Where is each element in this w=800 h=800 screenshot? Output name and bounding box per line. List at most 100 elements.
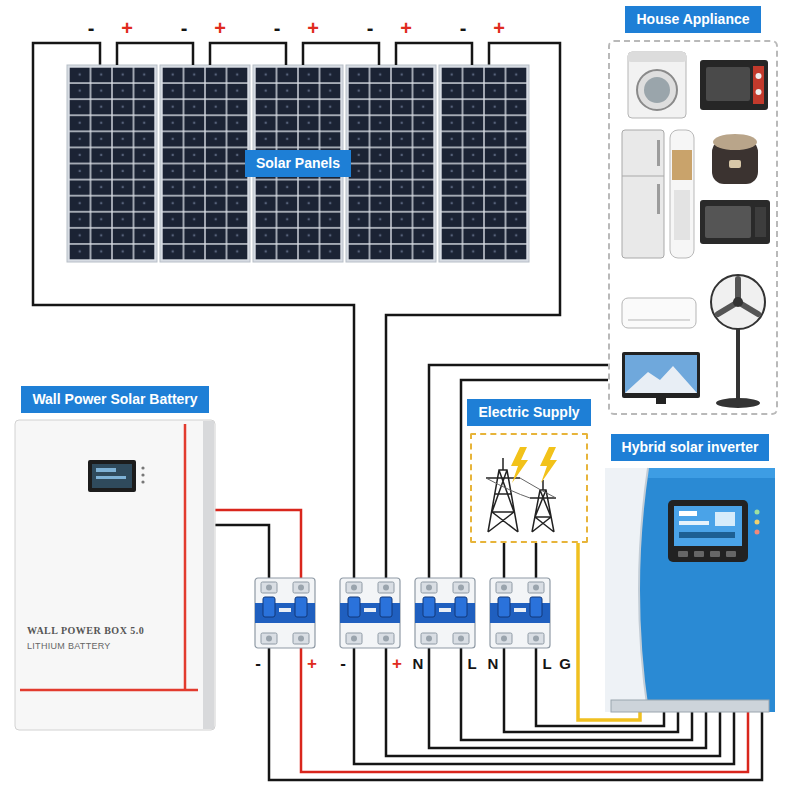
hybrid-inverter-body — [679, 511, 697, 516]
terminal-sign: - — [181, 18, 188, 38]
appliance-icons — [729, 160, 741, 168]
hybrid-inverter-body — [694, 551, 704, 557]
panel-title: Hybrid solar inverter — [611, 434, 770, 461]
hybrid-inverter-body — [605, 468, 648, 712]
appliance-icons — [622, 352, 700, 398]
hybrid-inverter-body — [755, 530, 760, 535]
series-jumper-wires — [117, 43, 472, 65]
solar-panels — [67, 65, 157, 262]
label-anchor: + — [400, 18, 412, 38]
hybrid-inverter-body — [611, 700, 769, 712]
grid-supply-box: Electric Supply — [470, 433, 588, 543]
solar-panels — [162, 67, 248, 260]
appliance-icons — [733, 297, 743, 307]
battery-body — [96, 476, 126, 479]
pin-name: L — [467, 656, 476, 671]
hybrid-inverter-body — [648, 468, 775, 478]
terminal-sign: + — [493, 18, 505, 38]
appliance-icons — [672, 150, 692, 180]
terminal-sign: - — [274, 18, 281, 38]
battery-body — [203, 421, 214, 729]
appliance-icons — [644, 77, 670, 103]
terminal-sign: - — [88, 18, 95, 38]
circuit-breakers — [255, 578, 550, 648]
terminal-sign: - — [367, 18, 374, 38]
circuit-breakers — [255, 578, 315, 648]
appliance-icons — [622, 176, 664, 177]
hybrid-inverter: Hybrid solar inverter — [605, 468, 775, 712]
appliance-icons — [756, 89, 762, 95]
solar-panels — [67, 65, 529, 262]
appliance-icons — [625, 355, 697, 393]
battery-body — [15, 420, 215, 730]
pin-name: N — [413, 656, 424, 671]
battery-body — [92, 464, 132, 488]
power-towers — [530, 480, 556, 532]
pin-name: N — [488, 656, 499, 671]
hybrid-inverter-body — [674, 506, 742, 546]
lightning-bolts — [511, 447, 557, 483]
appliance-icons — [755, 207, 766, 237]
battery-body — [141, 480, 144, 483]
label-anchor: G — [559, 656, 571, 671]
battery-body — [184, 424, 187, 690]
appliance-icons — [756, 73, 762, 79]
appliance-panel: House Appliance — [608, 40, 778, 415]
battery-body — [15, 420, 215, 730]
power-towers — [486, 478, 556, 498]
appliance-icons — [628, 52, 686, 62]
series-jumper-wires — [396, 43, 472, 65]
hybrid-inverter-body — [755, 510, 760, 515]
hybrid-inverter-body — [605, 468, 775, 712]
terminal-sign: + — [400, 18, 412, 38]
hybrid-inverter-body — [715, 512, 735, 526]
appliance-icons — [716, 398, 760, 408]
appliance-icons — [700, 60, 768, 110]
label-anchor: - — [367, 18, 374, 38]
battery-body — [141, 473, 144, 476]
battery-body — [88, 460, 136, 492]
label-anchor: + — [307, 655, 317, 672]
solar-panels — [346, 65, 436, 262]
appliance-icons — [711, 275, 765, 329]
battery-body — [96, 468, 116, 472]
appliance-icons — [753, 66, 764, 104]
panel-title: Electric Supply — [467, 399, 590, 426]
appliance-icons — [622, 52, 770, 408]
appliance-icons — [705, 206, 751, 238]
circuit-breakers — [415, 578, 475, 648]
brand-mark: WALL POWER BOX 5.0 — [27, 625, 144, 637]
appliance-icons — [628, 320, 690, 321]
appliance-icons — [713, 134, 757, 150]
appliance-icons — [657, 140, 660, 166]
label-anchor: L — [542, 656, 551, 671]
wall-battery: Wall Power Solar BatteryWALL POWER BOX 5… — [15, 420, 215, 730]
pin-name: - — [255, 655, 261, 672]
solar-panels — [160, 65, 250, 262]
label-anchor: + — [392, 655, 402, 672]
terminal-sign: + — [307, 18, 319, 38]
circuit-breakers — [340, 578, 400, 648]
terminal-sign: + — [214, 18, 226, 38]
panel-title: Wall Power Solar Battery — [21, 386, 208, 413]
appliance-icons — [637, 70, 677, 110]
circuit-breakers — [490, 578, 550, 648]
pin-name: + — [307, 655, 317, 672]
hybrid-inverter-body — [605, 468, 775, 712]
appliance-icons — [657, 184, 660, 214]
terminal-sign: + — [121, 18, 133, 38]
solar-panels — [439, 65, 529, 262]
hybrid-inverter-body — [678, 551, 688, 557]
battery-body — [141, 466, 144, 469]
hybrid-inverter-body — [679, 532, 735, 538]
label-anchor: - — [181, 18, 188, 38]
pin-name: G — [559, 656, 571, 671]
lightning-bolts — [540, 447, 557, 483]
series-jumper-wires — [117, 43, 193, 65]
pin-name: L — [542, 656, 551, 671]
label-anchor: - — [460, 18, 467, 38]
pin-name: - — [340, 655, 346, 672]
hybrid-inverter-body — [679, 521, 709, 525]
power-towers — [486, 458, 520, 532]
